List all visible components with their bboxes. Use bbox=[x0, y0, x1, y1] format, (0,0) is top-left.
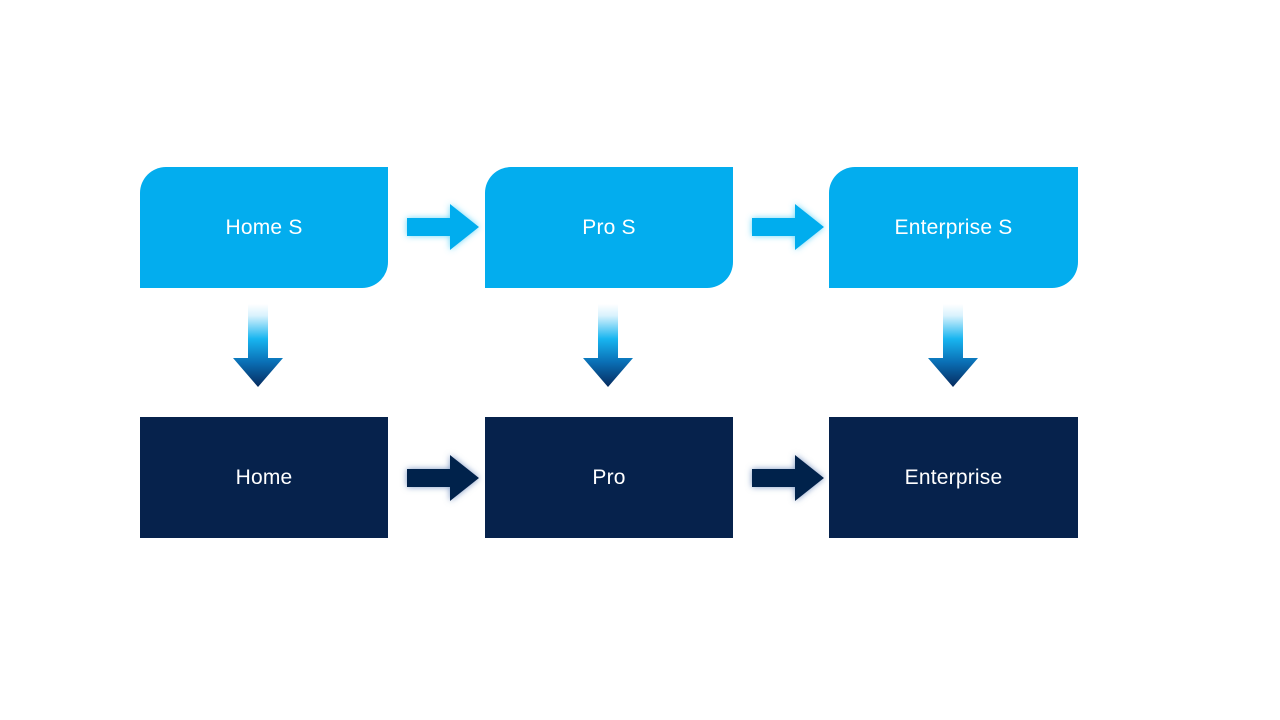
arrow-down-icon bbox=[583, 304, 633, 387]
connector-pro-s-to-pro bbox=[580, 303, 636, 389]
node-home[interactable]: Home bbox=[140, 417, 388, 538]
arrow-right-icon bbox=[407, 204, 479, 250]
node-label: Pro S bbox=[582, 216, 636, 239]
node-label: Enterprise S bbox=[894, 216, 1013, 239]
connector-pro-to-enterprise bbox=[748, 450, 828, 506]
connector-home-s-to-pro-s bbox=[403, 199, 483, 255]
arrow-down-icon bbox=[233, 304, 283, 387]
node-label: Home bbox=[235, 466, 293, 489]
connector-enterprise-s-to-enterprise bbox=[925, 303, 981, 389]
connector-home-to-pro bbox=[403, 450, 483, 506]
connector-pro-s-to-enterprise-s bbox=[748, 199, 828, 255]
arrow-down-icon bbox=[928, 304, 978, 387]
arrow-right-icon bbox=[407, 455, 479, 501]
node-pro[interactable]: Pro bbox=[485, 417, 733, 538]
node-enterprise[interactable]: Enterprise bbox=[829, 417, 1078, 538]
arrow-right-icon bbox=[752, 204, 824, 250]
node-home-s[interactable]: Home S bbox=[140, 167, 388, 288]
node-label: Enterprise bbox=[904, 466, 1003, 489]
node-enterprise-s[interactable]: Enterprise S bbox=[829, 167, 1078, 288]
connector-home-s-to-home bbox=[230, 303, 286, 389]
arrow-right-icon bbox=[752, 455, 824, 501]
node-pro-s[interactable]: Pro S bbox=[485, 167, 733, 288]
node-label: Pro bbox=[592, 466, 626, 489]
node-label: Home S bbox=[225, 216, 303, 239]
